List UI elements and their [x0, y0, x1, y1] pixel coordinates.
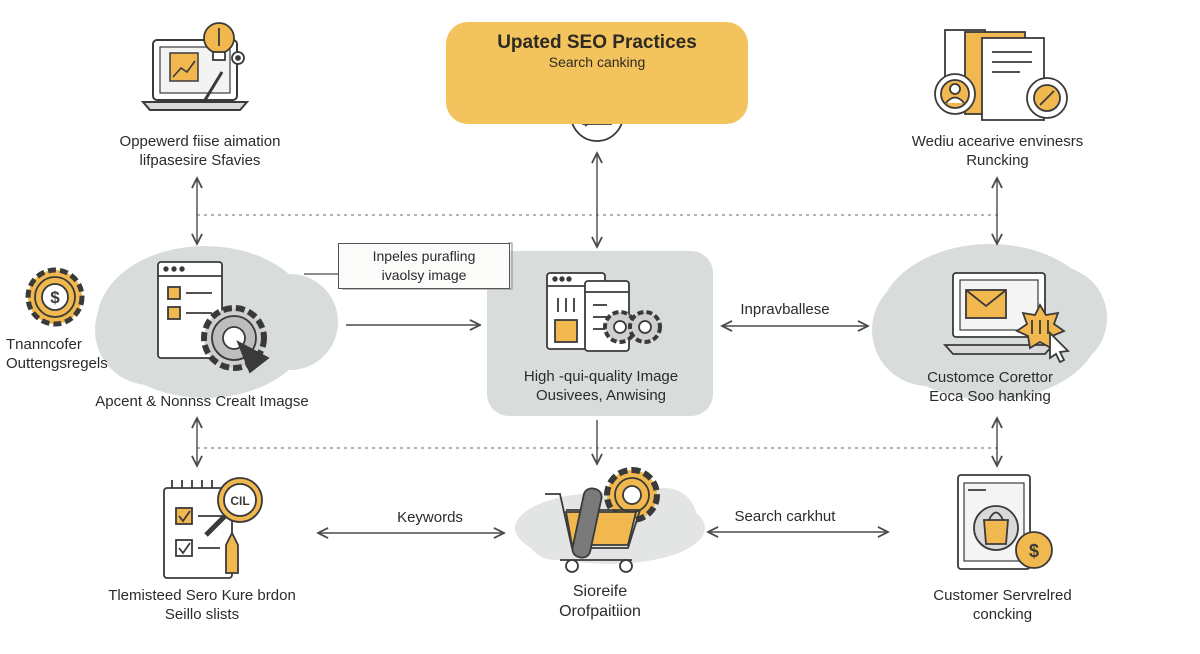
- title-box: Upated SEO Practices Search canking: [446, 22, 748, 124]
- diagram-subtitle: Search canking: [548, 54, 646, 70]
- edge-label-search-chart: Search carkhut: [734, 508, 836, 525]
- node-bottom-right-line-2: concking: [972, 606, 1033, 623]
- callout-line-2: ivaolsy image: [381, 267, 467, 283]
- checklist-gear-icon: [157, 261, 270, 374]
- node-bottom-right-line-1: Customer Servrelred: [933, 587, 1072, 604]
- node-mid-right-line-2: Eoca Soo hanking: [929, 388, 1051, 405]
- node-mid-right-line-1: Customce Corettor: [927, 369, 1053, 386]
- browser-window-gear-icon: [546, 272, 662, 352]
- node-bottom-center-label: Sioreife Orofpaitiion: [520, 582, 680, 622]
- node-mid-right-label: Customce Corettor Eoca Soo hanking: [900, 368, 1080, 406]
- node-center-line-2: Ousivees, Anwising: [535, 387, 667, 404]
- node-bottom-left-line-1: Tlemisteed Sero Kure brdon: [108, 587, 296, 604]
- node-top-left-line-2: lifpasesire Sfavies: [139, 152, 261, 169]
- edge-label-keywords: Keywords: [397, 509, 463, 526]
- magnifier-label: CIL: [230, 494, 249, 508]
- node-bottom-center-line-2: Orofpaitiion: [559, 603, 641, 620]
- node-mid-left-label: Apcent & Nonnss Crealt Imagse: [82, 392, 322, 411]
- node-bottom-center-line-1: Sioreife: [572, 583, 628, 600]
- node-top-left-line-1: Oppewerd fiise aimation: [119, 133, 281, 150]
- node-center-label: High -qui-quality Image Ousivees, Anwisi…: [490, 367, 712, 405]
- laptop-chart-icon: [140, 39, 250, 111]
- node-mid-left-line-1: Apcent & Nonnss Crealt Imagse: [95, 393, 309, 410]
- callout-shadow: [342, 242, 513, 290]
- node-far-left-line-1: Tnanncofer: [6, 336, 82, 353]
- diagram-title: Upated SEO Practices: [497, 32, 697, 53]
- node-top-right-label: Wediu acearive envinesrs Runcking: [895, 132, 1100, 170]
- laptop-email-icon: [942, 272, 1070, 364]
- node-center-line-1: High -qui-quality Image: [523, 368, 679, 385]
- node-top-left-label: Oppewerd fiise aimation lifpasesire Sfav…: [100, 132, 300, 170]
- callout-box: Inpeles purafling ivaolsy image: [338, 243, 510, 289]
- node-top-right-line-2: Runcking: [966, 152, 1029, 169]
- node-far-left-line-2: Outtengsregels: [6, 355, 108, 372]
- lightbulb-gear-icon: [203, 22, 245, 65]
- edge-label-improvable: Inpravballese: [740, 301, 830, 318]
- node-top-right-line-1: Wediu acearive envinesrs: [911, 133, 1084, 150]
- node-bottom-right-label: Customer Servrelred concking: [900, 586, 1105, 624]
- documents-user-icon: [934, 29, 1068, 121]
- node-far-left-label: Tnanncofer Outtengsregels: [0, 335, 120, 373]
- callout-line-1: Inpeles purafling: [372, 248, 476, 264]
- dollar-glyph-left: $: [50, 288, 60, 307]
- node-bottom-left-line-2: Seillo slists: [164, 606, 240, 623]
- dollar-glyph-right: $: [1029, 541, 1039, 561]
- gear-dollar-icon: [25, 267, 85, 327]
- node-bottom-left-label: Tlemisteed Sero Kure brdon Seillo slists: [92, 586, 312, 624]
- clipboard-magnifier-icon: [163, 477, 263, 579]
- shopping-cart-gear-icon: [545, 467, 660, 573]
- tablet-bag-dollar-icon: [957, 474, 1053, 570]
